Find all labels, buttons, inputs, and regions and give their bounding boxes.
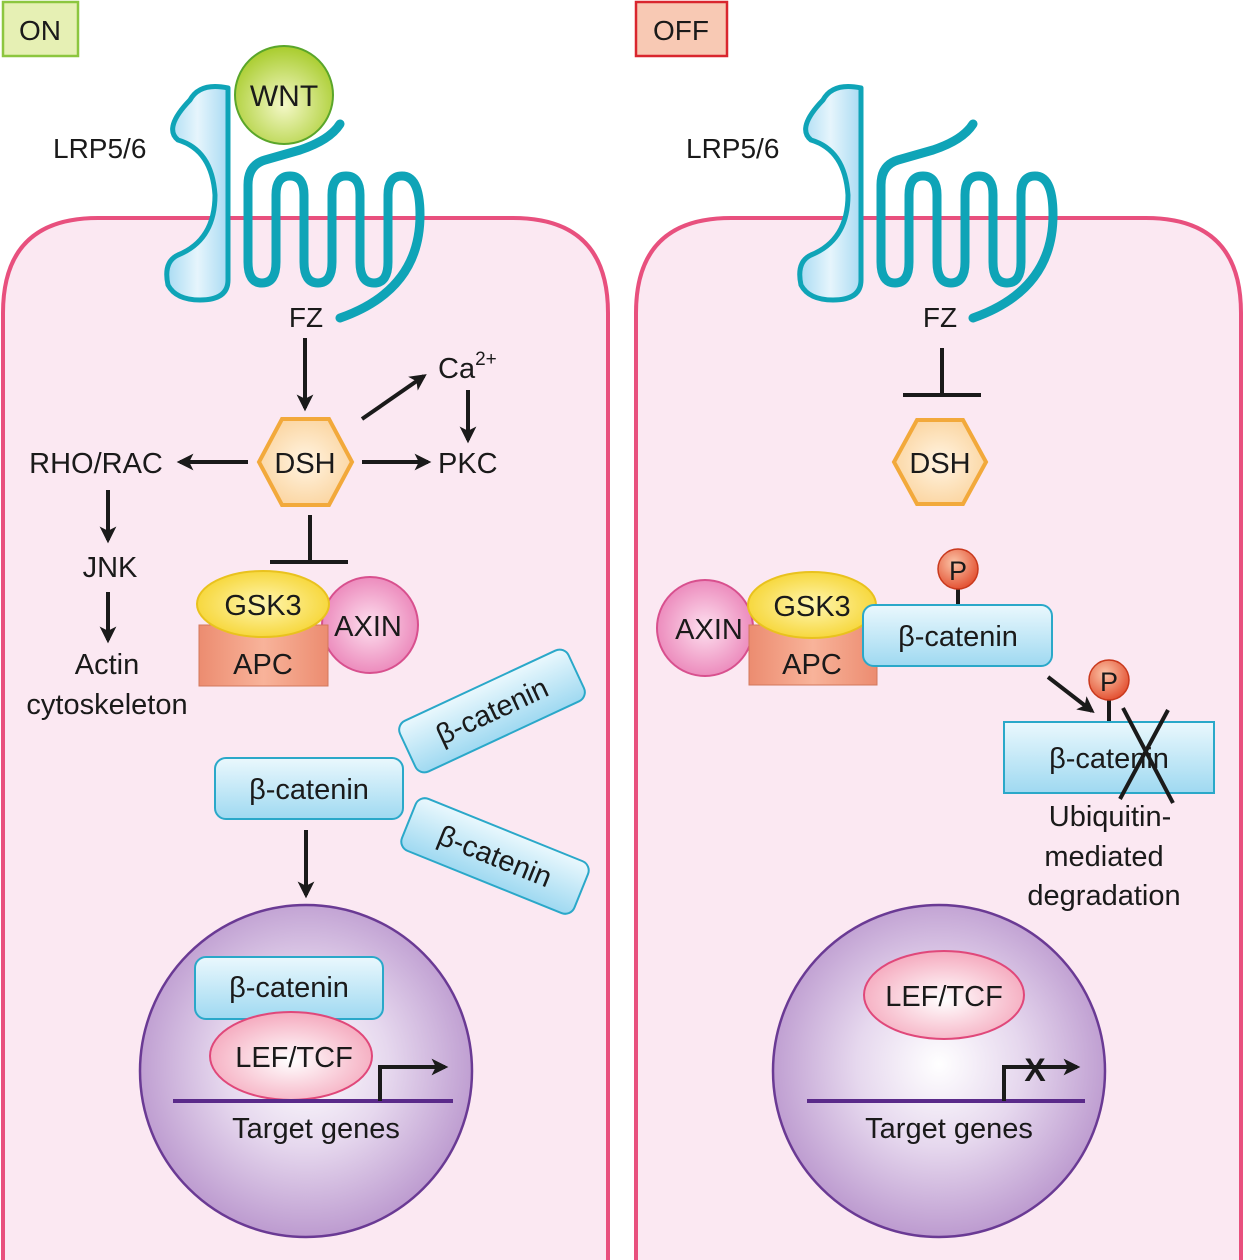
- dsh-label: DSH: [909, 448, 970, 480]
- off-badge: OFF: [634, 0, 729, 58]
- off-panel: OFF LRP5/6 FZ DSH AXIN APC GSK3 P β-cate…: [634, 0, 1243, 1260]
- fz-receptor: [876, 119, 1058, 323]
- dsh-label: DSH: [274, 448, 335, 480]
- on-label: ON: [19, 15, 61, 46]
- phospho-label: P: [1100, 667, 1118, 697]
- on-panel: ON LRP5/6 WNT FZ DSH Ca2+ PKC RHO/RAC JN…: [1, 0, 610, 1260]
- wnt-ligand: [234, 45, 334, 145]
- degradation-label-2: mediated: [1044, 841, 1163, 873]
- fz-label: FZ: [923, 302, 957, 333]
- transcription-arrow: [1002, 1058, 1081, 1101]
- dsh-hexagon: [256, 417, 355, 507]
- axin-label: AXIN: [334, 611, 402, 643]
- beta-catenin-main-label: β-catenin: [249, 774, 369, 806]
- gsk3-ellipse: [196, 570, 330, 638]
- arrow-to-degradation: [1046, 675, 1095, 714]
- rhorac-label: RHO/RAC: [29, 448, 163, 480]
- pkc-label: PKC: [438, 448, 498, 480]
- off-label: OFF: [653, 15, 709, 46]
- actin-label: Actin: [75, 649, 139, 681]
- lrp-label: LRP5/6: [53, 133, 146, 164]
- phospho-circle: [937, 548, 979, 590]
- beta-catenin-nuclear-label: β-catenin: [229, 972, 349, 1004]
- destruction-complex: AXIN APC GSK3: [656, 571, 878, 686]
- on-badge: ON: [1, 0, 80, 58]
- blocked-mark: X: [1024, 1052, 1046, 1088]
- phospho-label: P: [949, 556, 967, 586]
- target-genes-label: Target genes: [865, 1113, 1033, 1145]
- ca-label: Ca2+: [438, 349, 497, 385]
- cross-mark: [1118, 709, 1170, 800]
- nucleus: LEF/TCF X Target genes: [771, 903, 1107, 1239]
- apc-label: APC: [782, 649, 842, 681]
- transcription-arrow: [378, 1058, 449, 1101]
- jnk-label: JNK: [83, 552, 138, 584]
- beta-catenin-bound: β-catenin: [862, 604, 1053, 667]
- destruction-complex: AXIN APC GSK3: [196, 570, 419, 687]
- apc-label: APC: [233, 649, 293, 681]
- dsh-hexagon: [891, 418, 989, 506]
- axin-label: AXIN: [675, 614, 743, 646]
- leftcf-label: LEF/TCF: [885, 981, 1003, 1013]
- leftcf-label: LEF/TCF: [235, 1042, 353, 1074]
- gsk3-label: GSK3: [224, 590, 301, 622]
- lrp-label: LRP5/6: [686, 133, 779, 164]
- fz-receptor: [243, 119, 425, 323]
- gsk3-label: GSK3: [773, 591, 850, 623]
- phospho-circle: [1088, 659, 1130, 701]
- beta-catenin-degraded: β-catenin: [1003, 707, 1215, 804]
- nucleus: β-catenin LEF/TCF Target genes: [138, 903, 474, 1239]
- wnt-label: WNT: [250, 80, 318, 113]
- cross-mark: [1121, 707, 1175, 804]
- leftcf-ellipse: [863, 950, 1025, 1040]
- beta-catenin-bound-label: β-catenin: [898, 621, 1018, 653]
- arrow-dsh-ca: [360, 374, 427, 421]
- beta-catenin-main: β-catenin: [214, 757, 404, 820]
- cytoskeleton-label: cytoskeleton: [26, 689, 187, 721]
- fz-label: FZ: [289, 302, 323, 333]
- lrp-receptor: [164, 84, 231, 303]
- lrp-receptor: [797, 84, 864, 303]
- degradation-label-3: degradation: [1027, 880, 1180, 912]
- degradation-label-1: Ubiquitin-: [1049, 801, 1172, 833]
- target-genes-label: Target genes: [232, 1113, 400, 1145]
